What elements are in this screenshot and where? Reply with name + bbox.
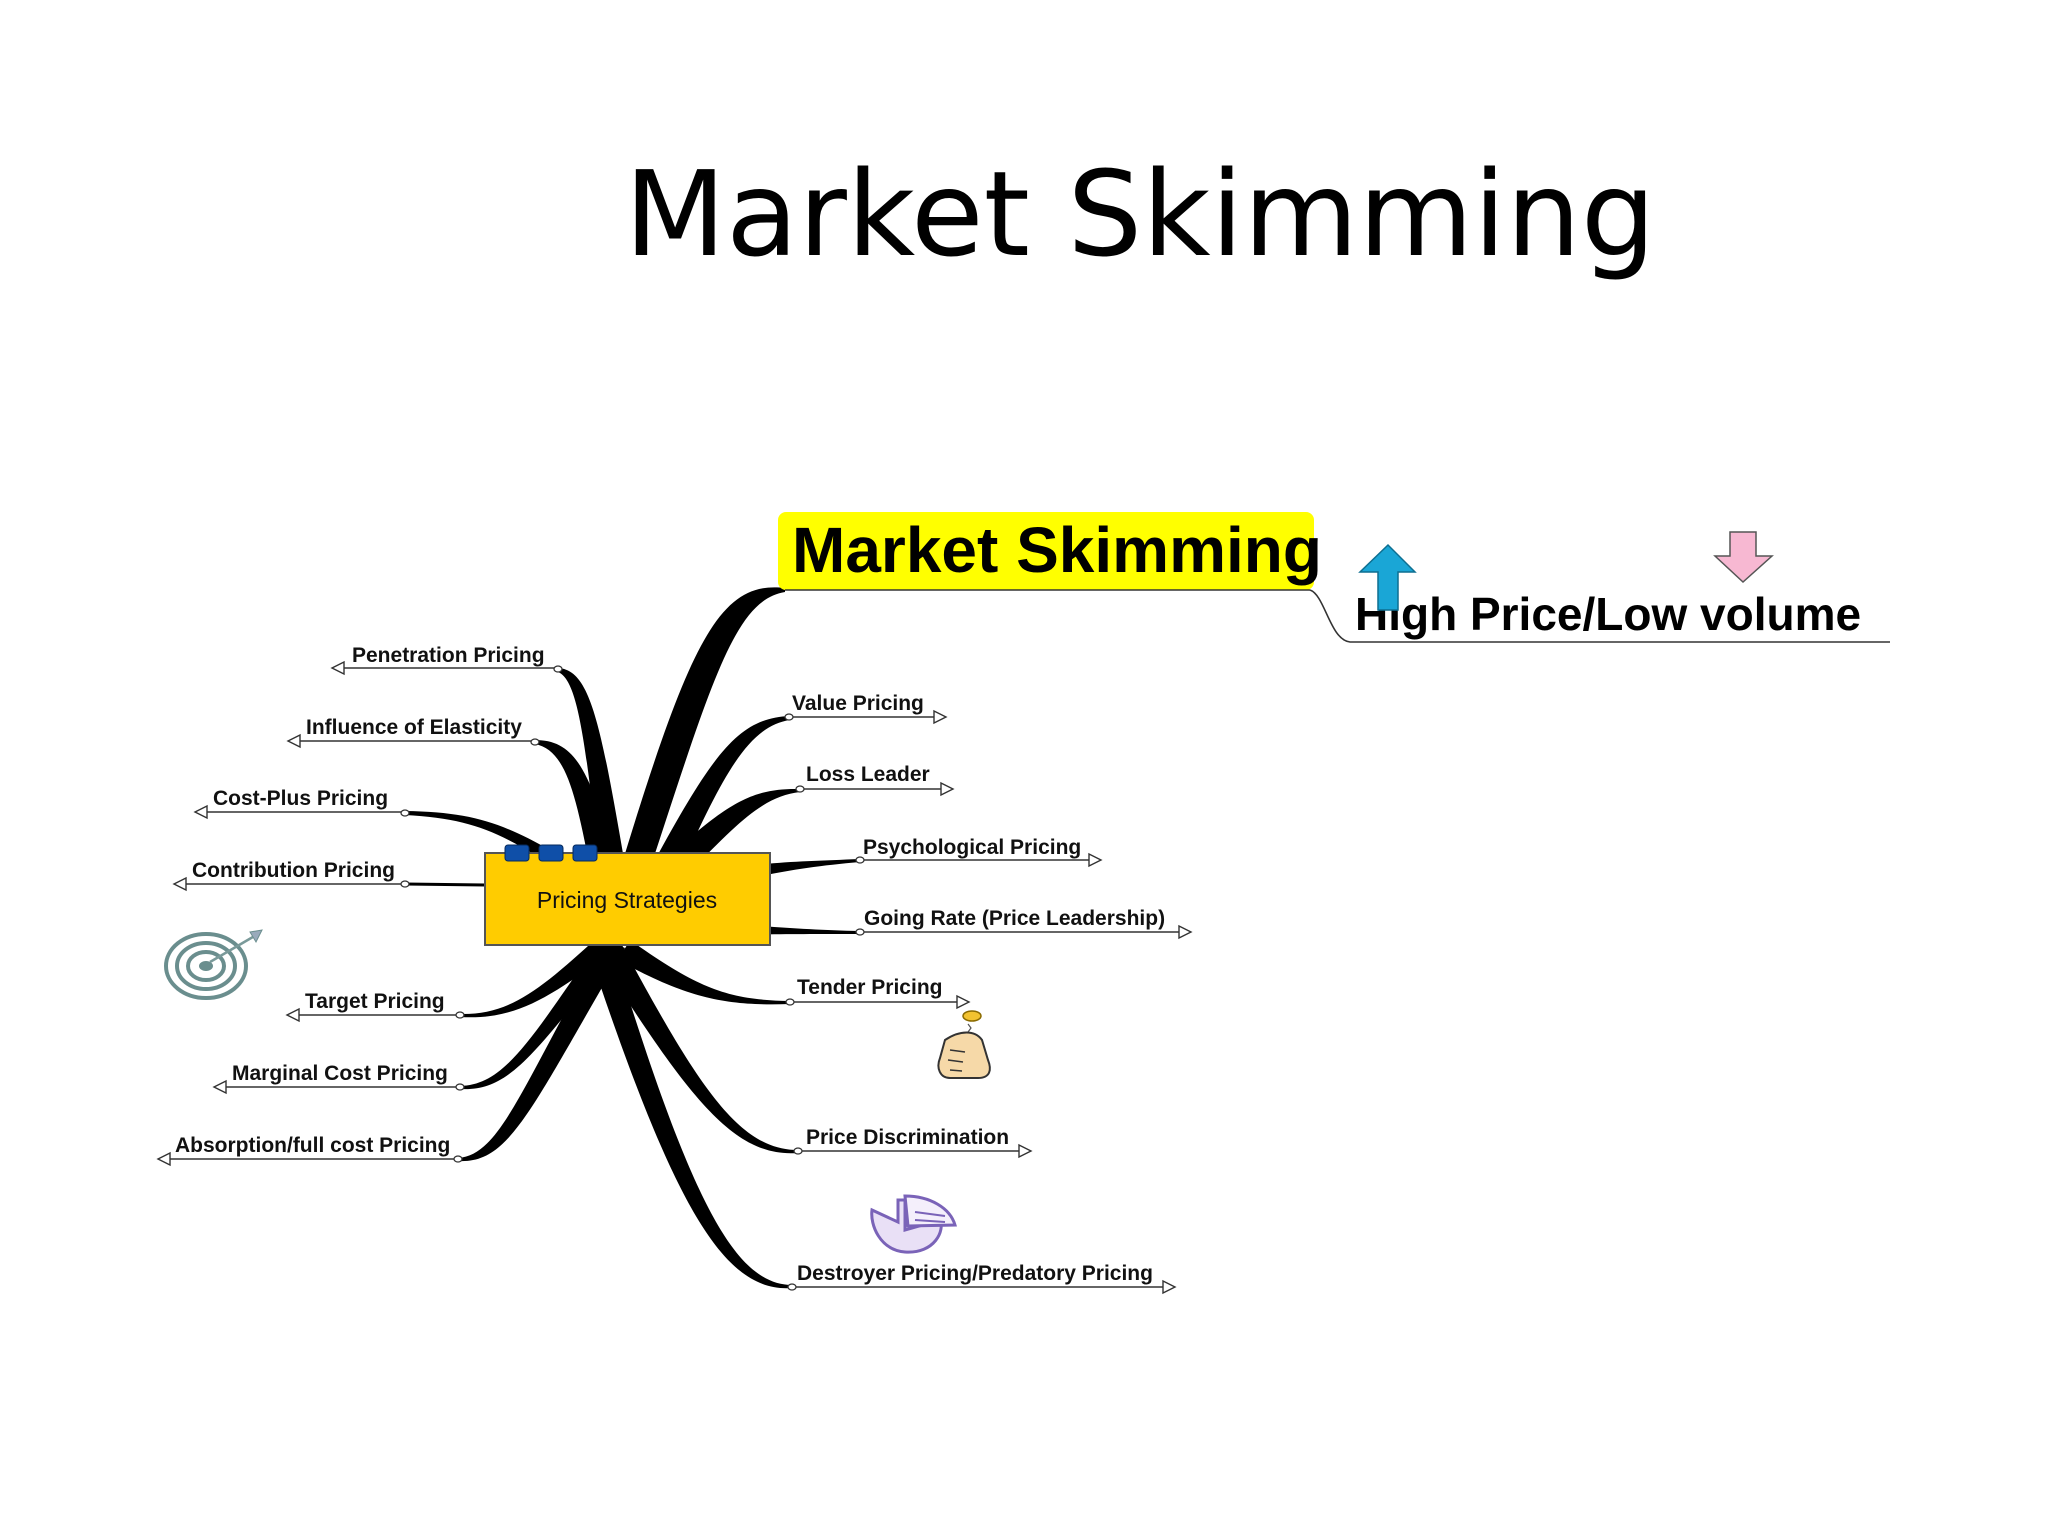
branch-label: Value Pricing [792,692,924,715]
up-arrow-icon [1358,543,1417,611]
branch-label: Marginal Cost Pricing [232,1062,448,1085]
branch-contribution [404,882,486,887]
branch-label: Contribution Pricing [192,859,395,882]
branch-label: Psychological Pricing [863,836,1081,859]
detail-node[interactable]: High Price/Low volume [1355,588,1861,640]
branch-loss-leader [665,788,800,872]
right-branch-price-discrimination[interactable]: Price Discrimination [793,1126,1033,1159]
branch-penetration [558,668,625,870]
branch-absorption [458,940,625,1162]
right-branch-tender[interactable]: Tender Pricing [785,976,971,1010]
branch-label: Target Pricing [305,990,445,1013]
market-skimming-label: Market Skimming [792,514,1322,586]
branch-label: Loss Leader [806,763,930,786]
branch-label: Going Rate (Price Leadership) [864,907,1165,930]
branch-label: Cost-Plus Pricing [213,787,388,810]
down-arrow-icon [1713,531,1774,584]
pie-chart-icon [870,1194,957,1254]
branch-market-skimming [620,587,785,875]
branch-tender [618,940,790,1005]
left-branch-elasticity[interactable]: Influence of Elasticity [286,716,540,749]
market-skimming-node[interactable]: Market Skimming [778,512,1322,591]
branch-price-discrimination [598,945,798,1154]
target-icon [164,929,263,1000]
left-branch-absorption[interactable]: Absorption/full cost Pricing [156,1134,463,1167]
slide-title: Market Skimming [624,145,1656,283]
thumbs-up-coin-icon [937,1010,991,1079]
left-branch-marginal[interactable]: Marginal Cost Pricing [212,1062,465,1095]
handle-icon [504,844,530,862]
branch-label: Influence of Elasticity [306,716,522,739]
handle-icon [572,844,598,862]
branch-destroyer [590,945,792,1289]
right-branch-destroyer[interactable]: Destroyer Pricing/Predatory Pricing [787,1262,1177,1295]
right-branch-loss-leader[interactable]: Loss Leader [795,763,955,797]
branch-label: Price Discrimination [806,1126,1009,1149]
branch-label: Destroyer Pricing/Predatory Pricing [797,1262,1153,1285]
branch-value-pricing [655,716,790,870]
right-branch-psychological[interactable]: Psychological Pricing [855,836,1103,868]
left-branch-contribution[interactable]: Contribution Pricing [172,859,410,892]
left-branch-cost-plus[interactable]: Cost-Plus Pricing [193,787,410,820]
right-branch-going-rate[interactable]: Going Rate (Price Leadership) [855,907,1193,940]
branch-target [460,935,620,1018]
branch-marginal [460,940,620,1090]
branch-elasticity [535,740,615,868]
branch-label: Tender Pricing [797,976,942,999]
left-branch-penetration[interactable]: Penetration Pricing [330,644,563,676]
handle-icon [538,844,564,862]
branch-label: Penetration Pricing [352,644,545,667]
center-node[interactable]: Pricing Strategies [484,852,771,946]
right-branch-value[interactable]: Value Pricing [784,692,948,725]
detail-label: High Price/Low volume [1355,588,1861,640]
center-node-label: Pricing Strategies [537,887,717,913]
branch-label: Absorption/full cost Pricing [175,1134,450,1157]
left-branch-target[interactable]: Target Pricing [285,990,465,1023]
